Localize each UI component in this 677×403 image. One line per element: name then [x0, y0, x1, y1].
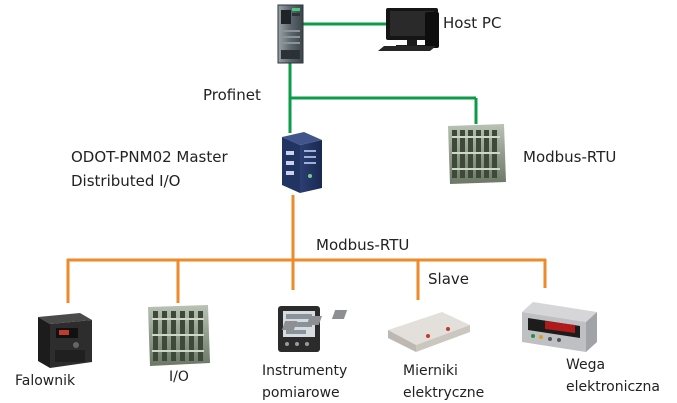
modbus-lines: [66, 195, 547, 303]
host-pc-label: Host PC: [443, 14, 502, 32]
device-label-io: I/O: [169, 369, 189, 385]
master-label-line1: ODOT-PNM02 Master: [71, 148, 228, 166]
master-label-line2: Distributed I/O: [71, 172, 181, 190]
device-label-falownik: Falownik: [15, 373, 76, 389]
electric-meter-icon: [281, 310, 470, 352]
scale-controller-icon: [522, 302, 597, 352]
profinet-label: Profinet: [203, 86, 261, 104]
inverter-icon: [38, 313, 92, 368]
modbus-top-label: Modbus-RTU: [523, 148, 617, 166]
profinet-lines: [288, 22, 478, 133]
device-label-instrumenty-2: pomiarowe: [262, 385, 340, 401]
device-label-mierniki-2: elektryczne: [403, 385, 485, 401]
device-label-wega-2: elektroniczna: [566, 379, 660, 395]
master-device-icon: [282, 132, 322, 193]
device-label-wega-1: Wega: [566, 357, 606, 373]
plc-cpu-icon: [277, 4, 304, 64]
device-label-instrumenty-1: Instrumenty: [262, 363, 348, 379]
io-module-icon: [148, 305, 210, 366]
host-pc-icon: [378, 8, 439, 51]
remote-io-board-icon: [448, 124, 506, 184]
modbus-bus-label: Modbus-RTU: [316, 236, 410, 254]
device-label-mierniki-1: Mierniki: [403, 363, 458, 379]
slave-label: Slave: [428, 270, 469, 288]
